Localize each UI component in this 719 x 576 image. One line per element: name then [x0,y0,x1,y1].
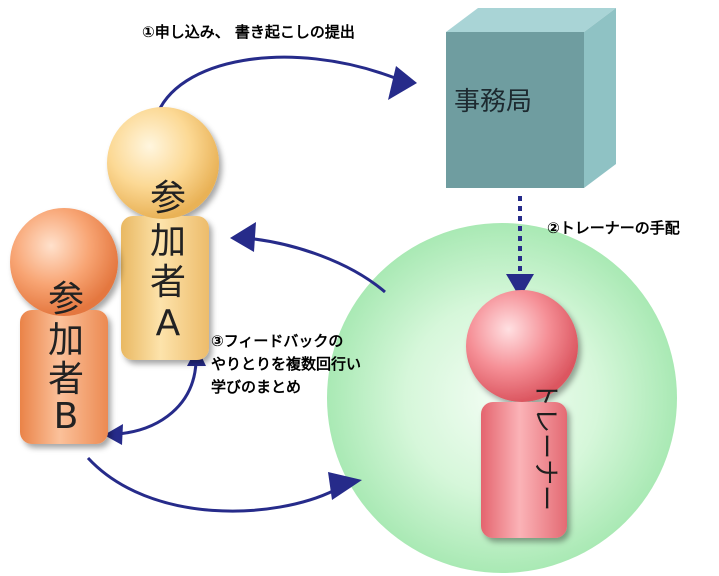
participant-a-char-3: 者 [150,262,186,303]
participant-a-char-2: 加 [150,221,186,262]
arrow-application [154,55,396,119]
participant-b-figure [10,208,118,444]
participant-b-char-3: 者 [48,359,84,400]
trainer-label: トレーナー [530,381,560,511]
step-3-line-1: ③フィードバックの [211,332,343,350]
participant-b-char-2: 加 [48,320,84,361]
step-1-label: ①申し込み、 書き起こしの提出 [142,23,355,41]
arrow-exchange-ab [117,361,198,436]
arrow-arrangement-head [506,274,534,298]
arrow-exchange-ab-head-bottom [104,424,123,445]
trainer-figure [466,290,578,538]
arrow-application-head [388,66,417,100]
step-3-line-2: やりとりを複数回行い [211,355,361,373]
arrow-feedback-b-to-trainer-head [328,472,362,500]
office-box [446,8,616,188]
step-2-label: ②トレーナーの手配 [547,219,680,237]
participant-a-figure [107,107,219,360]
step-3-line-3: 学びのまとめ [211,378,301,396]
arrow-feedback-b-to-trainer [86,456,336,513]
arrow-feedback-to-a [245,236,386,294]
participant-a-char-4: A [156,303,181,344]
arrow-feedback-to-a-head [230,222,256,252]
office-label: 事務局 [454,87,532,117]
participant-b-char-1: 参 [48,279,84,320]
participant-a-char-1: 参 [150,178,186,219]
participant-b-char-4: B [54,396,79,437]
